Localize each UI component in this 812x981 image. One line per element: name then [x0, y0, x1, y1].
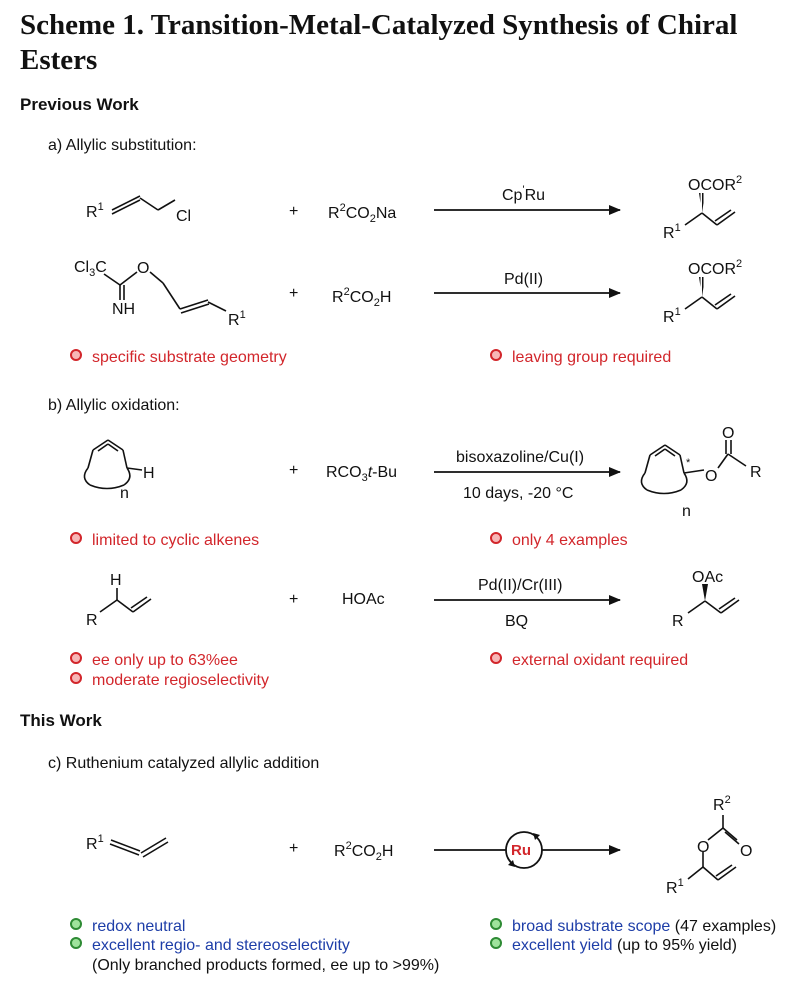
- c1-product-o-ester: O: [697, 839, 709, 856]
- note-b1-right: only 4 examples: [490, 532, 628, 550]
- allyl-chloride-structure: [111, 195, 176, 215]
- b2-catalyst-top: Pd(II)/Cr(III): [478, 577, 562, 594]
- reaction-a1: R1 Cl + R2CO2Na Cp'Ru OCOR2 R1: [86, 174, 742, 242]
- b2-product-structure: [687, 584, 740, 614]
- b2-sm-structure: [99, 588, 152, 613]
- b2-sm-r: R: [86, 612, 98, 629]
- subsection-a: a) Allylic substitution:: [48, 137, 197, 154]
- a1-product-structure: [684, 193, 736, 226]
- c1-reagent: R2CO2H: [334, 840, 393, 863]
- a2-product-ocor: OCOR2: [688, 258, 742, 278]
- b1-sm-n: n: [120, 485, 129, 502]
- b1-sm-h: H: [143, 465, 155, 482]
- red-bullet-icon: [490, 349, 502, 361]
- note-b2-left-2: moderate regioselectivity: [70, 672, 269, 690]
- b1-product-o-ester: O: [705, 468, 717, 485]
- note-c-left-2: excellent regio- and stereoselectivity: [70, 937, 350, 955]
- b1-catalyst-bottom: 10 days, -20 °C: [463, 485, 573, 502]
- b1-catalyst-top: bisoxazoline/Cu(I): [456, 449, 584, 466]
- a1-reagent: R2CO2Na: [328, 202, 396, 225]
- a2-product-r: R1: [663, 306, 681, 326]
- b2-product-oac: OAc: [692, 569, 723, 586]
- subsection-c: c) Ruthenium catalyzed allylic addition: [48, 755, 320, 772]
- a1-plus: +: [289, 203, 298, 220]
- c1-catalyst-ru: Ru: [511, 842, 531, 859]
- a2-product-structure: [684, 277, 736, 310]
- c1-plus: +: [289, 840, 298, 857]
- a2-catalyst: Pd(II): [504, 271, 543, 288]
- a2-sm-nh: NH: [112, 301, 135, 318]
- green-bullet-icon: [490, 937, 502, 949]
- red-bullet-icon: [490, 652, 502, 664]
- a1-sm-cl: Cl: [176, 208, 191, 225]
- green-bullet-icon: [70, 937, 82, 949]
- a1-product-ocor: OCOR2: [688, 174, 742, 194]
- a1-catalyst: Cp'Ru: [502, 184, 545, 204]
- note-a-left: specific substrate geometry: [70, 349, 287, 367]
- trichloroacetimidate-structure: [103, 271, 227, 314]
- b2-plus: +: [289, 591, 298, 608]
- note-a-right: leaving group required: [490, 349, 671, 367]
- a2-sm-cl3c: Cl3C: [74, 259, 107, 279]
- a1-product-r: R1: [663, 222, 681, 242]
- c1-sm-r: R1: [86, 833, 104, 853]
- note-b2-left-1: ee only up to 63%ee: [70, 652, 238, 670]
- a1-sm-r: R1: [86, 201, 104, 221]
- green-bullet-icon: [490, 918, 502, 930]
- c1-product-structure: [687, 815, 740, 881]
- note-b1-left: limited to cyclic alkenes: [70, 532, 259, 550]
- red-bullet-icon: [70, 652, 82, 664]
- b1-product-o-carbonyl: O: [722, 425, 734, 442]
- red-bullet-icon: [70, 349, 82, 361]
- red-bullet-icon: [490, 532, 502, 544]
- note-c-left-1: redox neutral: [70, 918, 185, 936]
- c1-product-o-carbonyl: O: [740, 843, 752, 860]
- b1-reagent: RCO3t-Bu: [326, 464, 397, 484]
- b2-catalyst-bottom: BQ: [505, 613, 528, 630]
- red-bullet-icon: [70, 672, 82, 684]
- b1-product-structure: [640, 440, 747, 495]
- green-bullet-icon: [70, 918, 82, 930]
- note-b2-right: external oxidant required: [490, 652, 688, 670]
- cycloalkene-structure: [83, 439, 143, 490]
- a2-sm-r: R1: [228, 309, 246, 329]
- a2-sm-o: O: [137, 260, 149, 277]
- red-bullet-icon: [70, 532, 82, 544]
- reaction-b1: H n + RCO3t-Bu bisoxazoline/Cu(I) 10 day…: [83, 425, 762, 520]
- section-previous-work: Previous Work: [20, 95, 139, 114]
- section-this-work: This Work: [20, 711, 102, 730]
- b1-product-star: *: [686, 457, 691, 469]
- reaction-b2: H R + HOAc Pd(II)/Cr(III) BQ OAc R: [86, 569, 740, 630]
- scheme-title: Scheme 1. Transition-Metal-Catalyzed Syn…: [20, 9, 738, 76]
- b1-product-n: n: [682, 503, 691, 520]
- c1-product-r1: R1: [666, 877, 684, 897]
- ru-catalytic-cycle-icon: Ru: [505, 831, 543, 869]
- b2-reagent: HOAc: [342, 591, 385, 608]
- b1-product-r: R: [750, 464, 762, 481]
- reaction-c1: R1 + R2CO2H Ru R2 O: [86, 794, 752, 897]
- note-c-right-1: broad substrate scope (47 examples): [490, 918, 776, 936]
- note-c-left-3: (Only branched products formed, ee up to…: [92, 957, 440, 974]
- b2-product-r: R: [672, 613, 684, 630]
- b2-sm-h: H: [110, 572, 122, 589]
- subsection-b: b) Allylic oxidation:: [48, 397, 180, 414]
- reaction-a2: Cl3C O NH R1 + R2CO2H Pd(II) OCOR2 R1: [74, 258, 742, 329]
- a2-reagent: R2CO2H: [332, 286, 391, 309]
- note-c-right-2: excellent yield (up to 95% yield): [490, 937, 737, 955]
- b1-plus: +: [289, 462, 298, 479]
- c1-product-r2: R2: [713, 794, 731, 814]
- a2-plus: +: [289, 285, 298, 302]
- allene-structure: [109, 837, 169, 858]
